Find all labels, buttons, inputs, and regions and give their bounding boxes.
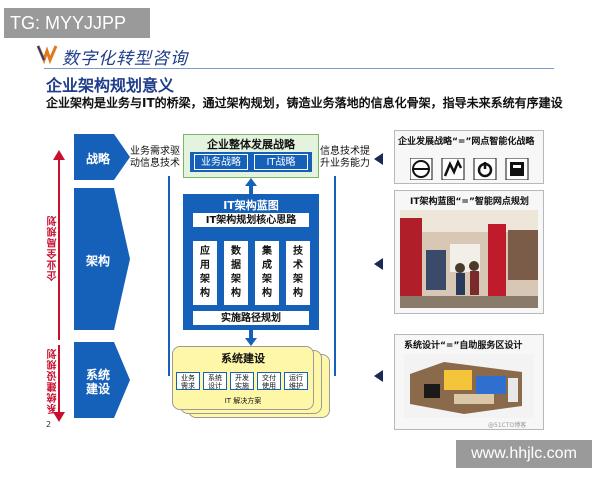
system-planning-label: 系统建设规划 — [48, 348, 59, 414]
system-chevron — [74, 342, 130, 418]
it-strategy-box: IT战略 — [254, 154, 308, 170]
system-build-label: 系统 建设 — [85, 368, 110, 396]
architecture-chevron — [74, 188, 130, 330]
step-business-requirements: 业务 需求 — [176, 372, 200, 390]
technology-architecture-column: 技 术 架 构 — [285, 240, 311, 306]
integration-architecture-column: 集 成 架 构 — [254, 240, 280, 306]
strategy-box-title: 企业整体发展战略 — [207, 138, 295, 151]
panel-arrow-2-icon — [374, 258, 383, 270]
strategy-label: 战略 — [85, 152, 110, 166]
implementation-path-box: 实施路径规划 — [192, 310, 310, 326]
panel-arrow-3-icon — [374, 370, 383, 382]
bank-branch-photo — [400, 210, 538, 308]
enterprise-range-line — [58, 160, 60, 340]
intro-text: 企业架构是业务与IT的桥梁，通过架构规划，铸造业务落地的信息化骨架，指导未来系统… — [46, 96, 563, 110]
step-development: 开发 实施 — [230, 372, 254, 390]
strategy-panel-title: 企业发展战略“=”网点智能化战略 — [398, 137, 535, 147]
enterprise-planning-label: 企业全局规划 — [48, 215, 59, 281]
blueprint-panel-title: IT架构蓝图“=”智能网点规划 — [410, 197, 529, 207]
it-architecture-title: IT架构蓝图 — [223, 199, 279, 212]
it-core-idea-box: IT架构规划核心思路 — [192, 212, 310, 228]
header-divider — [44, 68, 554, 69]
it-solution-label: IT 解决方案 — [224, 397, 262, 405]
system-build-title: 系统建设 — [221, 352, 265, 365]
data-architecture-column: 数 据 架 构 — [223, 240, 249, 306]
left-flow-line — [168, 176, 170, 376]
arrow-up-icon — [53, 150, 65, 160]
arrow-down-icon — [53, 412, 65, 422]
watermark-bottom: www.hhjlc.com — [456, 440, 592, 468]
strategy-icons — [410, 158, 529, 180]
globe-icon — [410, 158, 433, 180]
page-number: 2 — [46, 420, 52, 429]
server-icon — [505, 158, 529, 180]
panel-arrow-1-icon — [374, 153, 383, 165]
self-service-panel-title: 系统设计“=”自助服务区设计 — [404, 341, 523, 351]
flow-arrow-down-icon — [245, 330, 257, 346]
right-flow-line — [334, 176, 336, 376]
watermark-top: TG: MYYJJPP — [4, 8, 150, 38]
business-strategy-box: 业务战略 — [194, 154, 248, 170]
photo-caption: @51CTO博客 — [488, 422, 527, 429]
step-system-design: 系统 设计 — [203, 372, 227, 390]
strategy-chevron — [74, 134, 130, 180]
step-operation: 运行 维护 — [284, 372, 308, 390]
right-side-note: 信息技术提 升业务能力 — [320, 146, 370, 169]
system-range-line — [58, 345, 60, 415]
brand-name: 数字化转型咨询 — [62, 49, 188, 69]
trend-icon — [441, 158, 465, 180]
left-side-note: 业务需求驱 动信息技术 — [130, 146, 180, 169]
architecture-label: 架构 — [85, 254, 110, 268]
floor-plan-image — [404, 354, 534, 418]
page-title: 企业架构规划意义 — [46, 76, 175, 95]
step-delivery: 交付 使用 — [257, 372, 281, 390]
flow-arrow-up-icon — [245, 178, 257, 194]
brand-logo-icon — [36, 45, 58, 64]
power-icon — [473, 158, 497, 180]
application-architecture-column: 应 用 架 构 — [192, 240, 218, 306]
